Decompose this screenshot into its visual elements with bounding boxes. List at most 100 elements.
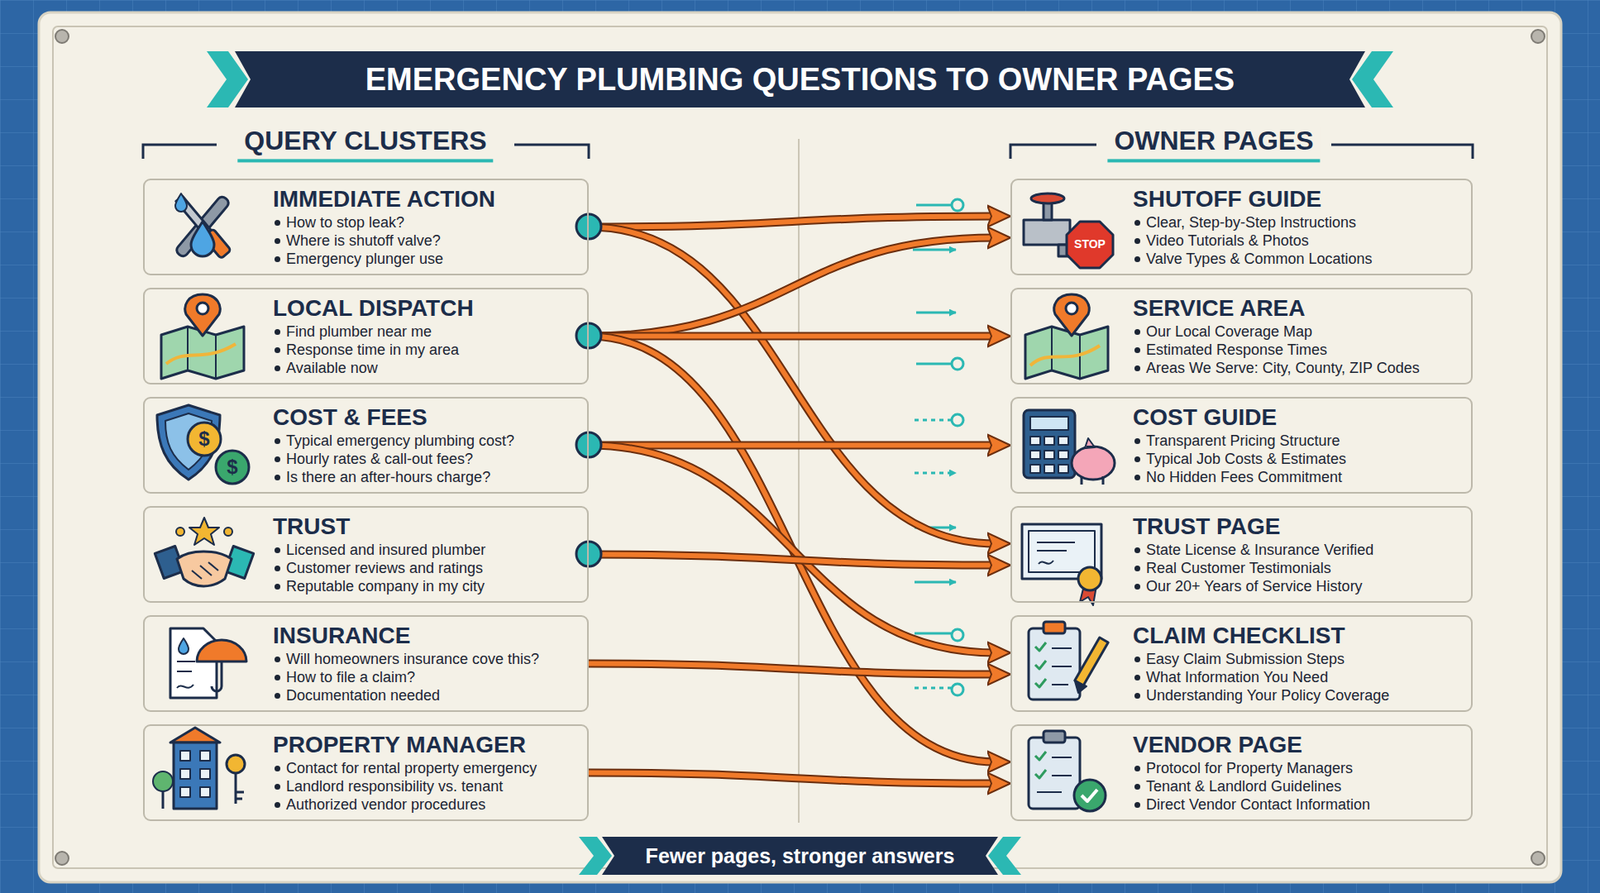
- bullet-item: Is there an after-hours charge?: [272, 468, 581, 487]
- bullet-item: How to file a claim?: [272, 668, 581, 687]
- bullet-item: Understanding Your Policy Coverage: [1132, 686, 1465, 705]
- query-cluster-box: PROPERTY MANAGERContact for rental prope…: [143, 724, 589, 822]
- flow-connector: [588, 335, 996, 337]
- bullet-item: Hourly rates & call-out fees?: [272, 449, 581, 469]
- shield-coins-icon: [157, 405, 249, 484]
- connector-outline: [588, 445, 996, 654]
- bullet-item: State License & Insurance Verified: [1132, 540, 1465, 559]
- box-heading: TRUST PAGE: [1132, 513, 1465, 540]
- bullet-item: How to stop leak?: [272, 213, 581, 232]
- box-content: TRUSTLicensed and insured plumberCustome…: [272, 507, 581, 596]
- connector-line: [588, 773, 996, 784]
- connector-outline: [588, 227, 996, 545]
- box-content: TRUST PAGEState License & Insurance Veri…: [1132, 507, 1465, 596]
- connector-line: [588, 336, 996, 763]
- bullet-item: Reputable company in my city: [272, 577, 581, 596]
- connector-line: [588, 227, 996, 545]
- bullet-item: Available now: [272, 358, 581, 378]
- connector-outline: [588, 216, 996, 228]
- bullet-item: Contact for rental property emergency: [272, 759, 581, 778]
- box-heading: TRUST: [272, 513, 581, 540]
- bullet-item: Transparent Pricing Structure: [1132, 431, 1465, 450]
- query-cluster-box: LOCAL DISPATCHFind plumber near meRespon…: [143, 287, 589, 385]
- bullet-item: Typical Job Costs & Estimates: [1132, 449, 1465, 469]
- box-heading: PROPERTY MANAGER: [272, 731, 581, 758]
- connector-line: [588, 443, 996, 449]
- box-content: COST & FEESTypical emergency plumbing co…: [272, 398, 581, 487]
- bullet-item: Estimated Response Times: [1132, 340, 1465, 359]
- flow-connector: [588, 238, 996, 337]
- box-content: SHUTOFF GUIDEClear, Step-by-Step Instruc…: [1132, 180, 1465, 268]
- owner-page-box: VENDOR PAGEProtocol for Property Manager…: [1010, 724, 1473, 822]
- owner-page-box: COST GUIDETransparent Pricing StructureT…: [1010, 396, 1473, 494]
- bullet-item: Documentation needed: [272, 686, 581, 705]
- corner-screws: [55, 29, 1545, 865]
- bullet-item: Landlord responsibility vs. tenant: [272, 777, 581, 796]
- bullet-item: Customer reviews and ratings: [272, 558, 581, 578]
- currency-symbol: $: [198, 428, 210, 450]
- caption: Fewer pages, stronger answers: [611, 836, 989, 875]
- connector-outline: [588, 663, 996, 675]
- start-dots: [576, 214, 602, 567]
- query-cluster-box: INSURANCEWill homeowners insurance cove …: [143, 615, 589, 712]
- box-content: IMMEDIATE ACTIONHow to stop leak?Where i…: [272, 180, 581, 268]
- connector-outline: [588, 238, 996, 337]
- flow-connector: [588, 663, 996, 675]
- flow-connector: [588, 216, 996, 228]
- column-header: OWNER PAGES: [1107, 126, 1320, 163]
- bullet-item: Authorized vendor procedures: [272, 795, 581, 814]
- bullet-item: Video Tutorials & Photos: [1132, 231, 1465, 250]
- column-header: QUERY CLUSTERS: [237, 126, 493, 163]
- connector-line: [588, 445, 996, 654]
- box-heading: INSURANCE: [272, 622, 581, 649]
- divider: [797, 138, 800, 823]
- box-content: COST GUIDETransparent Pricing StructureT…: [1132, 398, 1465, 487]
- connector-line: [588, 663, 996, 675]
- title: EMERGENCY PLUMBING QUESTIONS TO OWNER PA…: [248, 51, 1352, 108]
- bullet-item: Our Local Coverage Map: [1132, 322, 1465, 341]
- box-heading: SHUTOFF GUIDE: [1132, 186, 1465, 212]
- bullet-item: Typical emergency plumbing cost?: [272, 431, 581, 450]
- connector-outline: [588, 554, 996, 566]
- box-heading: COST GUIDE: [1132, 404, 1465, 430]
- query-cluster-box: IMMEDIATE ACTIONHow to stop leak?Where i…: [143, 178, 589, 276]
- flow-connector: [588, 554, 996, 566]
- flow-connector: [588, 773, 996, 784]
- flow-connector: [588, 227, 996, 545]
- bullet-item: No Hidden Fees Commitment: [1132, 468, 1465, 487]
- box-content: LOCAL DISPATCHFind plumber near meRespon…: [272, 289, 581, 378]
- bullet-item: Where is shutoff valve?: [272, 231, 581, 250]
- caption-banner: [578, 836, 1022, 875]
- bullet-item: Licensed and insured plumber: [272, 540, 581, 559]
- map-icon: [161, 294, 244, 379]
- connector-line: [588, 216, 996, 228]
- box-heading: SERVICE AREA: [1132, 295, 1465, 321]
- checklist-pencil-icon: [1028, 621, 1109, 700]
- owner-page-box: SHUTOFF GUIDEClear, Step-by-Step Instruc…: [1010, 178, 1473, 276]
- handshake-icon: [154, 517, 254, 587]
- box-content: INSURANCEWill homeowners insurance cove …: [272, 616, 581, 705]
- bullet-item: Clear, Step-by-Step Instructions: [1132, 213, 1465, 232]
- owner-page-box: SERVICE AREAOur Local Coverage MapEstima…: [1010, 287, 1473, 385]
- query-cluster-box: COST & FEESTypical emergency plumbing co…: [143, 396, 589, 494]
- box-heading: VENDOR PAGE: [1132, 731, 1465, 758]
- stop-sign-text: STOP: [1074, 238, 1106, 251]
- bullet-item: Our 20+ Years of Service History: [1132, 577, 1465, 596]
- bullet-item: Protocol for Property Managers: [1132, 759, 1465, 778]
- bullet-item: Response time in my area: [272, 340, 581, 359]
- document-umbrella-icon: [170, 628, 247, 698]
- tools-icon: [174, 193, 231, 259]
- bullet-item: What Information You Need: [1132, 668, 1465, 687]
- connector-outline: [588, 441, 996, 450]
- box-content: SERVICE AREAOur Local Coverage MapEstima…: [1132, 289, 1465, 378]
- box-content: VENDOR PAGEProtocol for Property Manager…: [1132, 725, 1465, 814]
- box-heading: COST & FEES: [272, 404, 581, 430]
- connector-line: [588, 334, 996, 340]
- bullet-item: Real Customer Testimonials: [1132, 558, 1465, 578]
- currency-symbol: $: [226, 456, 238, 478]
- bullet-item: Emergency plunger use: [272, 249, 581, 268]
- box-heading: LOCAL DISPATCH: [272, 295, 581, 321]
- owner-page-box: TRUST PAGEState License & Insurance Veri…: [1010, 506, 1473, 603]
- panel: [38, 12, 1562, 883]
